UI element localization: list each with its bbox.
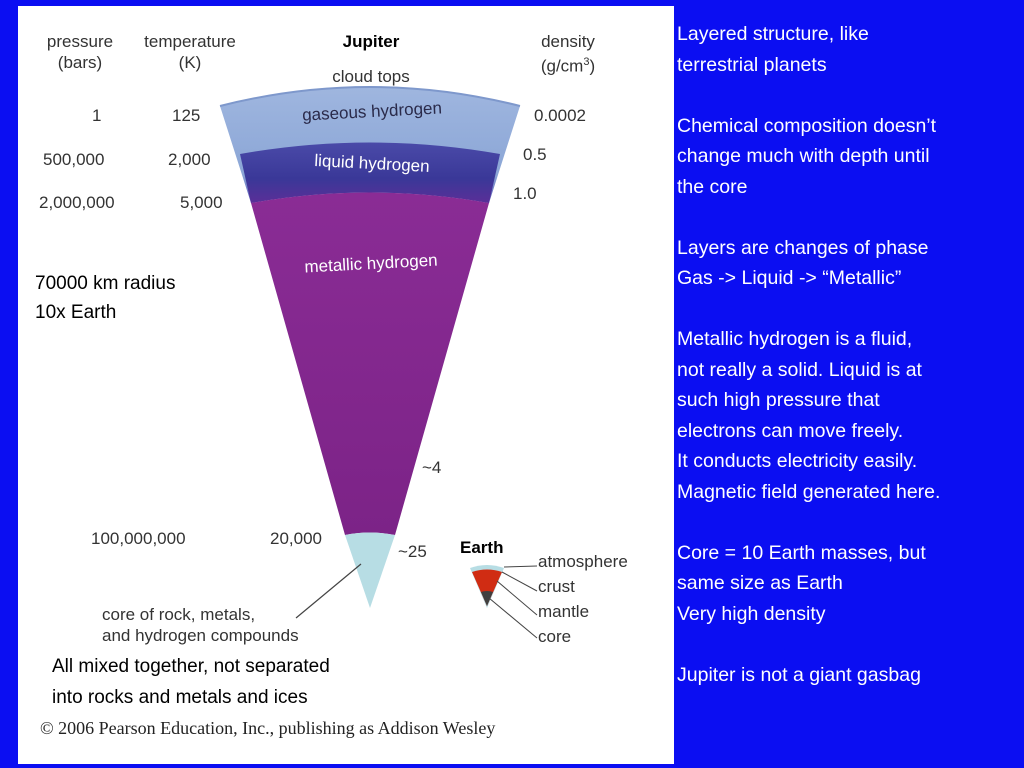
cloud-tops-label: cloud tops <box>332 67 410 86</box>
side-paragraph-4: Metallic hydrogen is a fluid, not really… <box>677 328 941 503</box>
temperature-header-label: temperature <box>144 32 236 51</box>
pressure-value-row2: 500,000 <box>43 150 105 169</box>
earth-title: Earth <box>460 538 504 557</box>
pressure-value-row3: 2,000,000 <box>39 193 115 212</box>
earth-mantle-leader <box>496 580 538 616</box>
side-paragraph-3: Layers are changes of phase Gas -> Liqui… <box>677 236 929 290</box>
side-text: Layered structure, like terrestrial plan… <box>677 19 1022 721</box>
density-value-row5: ~25 <box>398 542 427 561</box>
pressure-header-label: pressure <box>46 32 114 51</box>
pressure-header-unit: (bars) <box>57 53 103 72</box>
radius-note-line2: 10x Earth <box>35 302 117 323</box>
side-paragraph-5: Core = 10 Earth masses, but same size as… <box>677 541 926 625</box>
liquid-hydrogen-layer <box>240 142 500 203</box>
core-layer <box>345 532 395 608</box>
side-paragraph-1: Layered structure, like terrestrial plan… <box>677 23 869 76</box>
density-unit-text: (g/cm <box>540 56 584 76</box>
earth-mantle-label: mantle <box>538 602 590 621</box>
temperature-value-row2: 2,000 <box>168 150 211 169</box>
mixed-note-line1: All mixed together, not separated <box>52 656 330 677</box>
diagram-panel: cloud tops gaseous hydrogen liquid hydro… <box>18 6 674 764</box>
earth-core-leader <box>488 597 538 639</box>
earth-crust-label: crust <box>538 577 575 596</box>
mixed-note-line2: into rocks and metals and ices <box>52 687 308 708</box>
temperature-header-unit: (K) <box>178 53 202 72</box>
temperature-value-row3: 5,000 <box>180 193 223 212</box>
earth-atmosphere-label: atmosphere <box>538 552 628 571</box>
density-header-unit: (g/cm3) <box>518 52 618 77</box>
copyright-notice: © 2006 Pearson Education, Inc., publishi… <box>40 718 496 738</box>
cloud-tops-edge <box>219 86 521 107</box>
metallic-hydrogen-layer <box>251 192 489 535</box>
density-header: density (g/cm3) <box>518 31 618 77</box>
pressure-value-row1: 1 <box>92 106 102 125</box>
density-value-row1: 0.0002 <box>534 106 586 125</box>
density-value-row4: ~4 <box>422 458 442 477</box>
density-value-row2: 0.5 <box>523 145 547 164</box>
earth-core-label: core <box>538 627 572 646</box>
temperature-value-row5: 20,000 <box>270 529 322 548</box>
earth-cutaway <box>470 565 538 639</box>
density-header-label: density <box>541 32 595 51</box>
density-value-row3: 1.0 <box>513 184 537 203</box>
temperature-header: temperature (K) <box>130 31 250 73</box>
side-paragraph-6: Jupiter is not a giant gasbag <box>677 663 921 686</box>
density-unit-superscript: 3 <box>583 56 590 68</box>
temperature-value-row1: 125 <box>172 106 201 125</box>
core-leader-line <box>295 563 362 619</box>
jupiter-interior-diagram: cloud tops gaseous hydrogen liquid hydro… <box>219 67 538 639</box>
earth-atmosphere-leader <box>503 565 538 568</box>
side-paragraph-2: Chemical composition doesn’t change much… <box>677 114 937 198</box>
density-unit-close: ) <box>589 56 596 76</box>
earth-core <box>481 591 493 606</box>
core-label: core of rock, metals, and hydrogen compo… <box>102 605 299 645</box>
pressure-header: pressure (bars) <box>32 31 128 73</box>
diagram-title: Jupiter <box>342 32 400 51</box>
earth-crust-leader <box>501 571 538 592</box>
pressure-value-row5: 100,000,000 <box>91 529 186 548</box>
radius-note-line1: 70000 km radius <box>35 273 176 294</box>
earth-mantle <box>472 569 502 606</box>
